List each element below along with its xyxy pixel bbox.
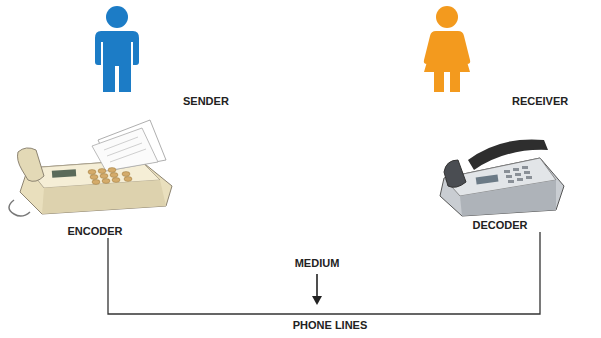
phone-line-connector — [108, 232, 540, 314]
encoder-fax — [9, 120, 172, 216]
role-label: SENDER — [183, 95, 229, 108]
medium-label: MEDIUM — [295, 257, 340, 270]
receiver-figure — [424, 6, 470, 92]
device-label: ENCODER — [67, 225, 122, 238]
fax-machine-node: ENCODER — [15, 108, 175, 238]
medium-arrow — [312, 274, 322, 305]
decoder-fax — [440, 139, 564, 216]
fax-machine-node: DECODER — [435, 128, 565, 232]
device-label: DECODER — [472, 219, 527, 232]
sender-figure — [95, 6, 139, 92]
connector-label: PHONE LINES — [290, 319, 371, 332]
role-label: RECEIVER — [512, 95, 568, 108]
